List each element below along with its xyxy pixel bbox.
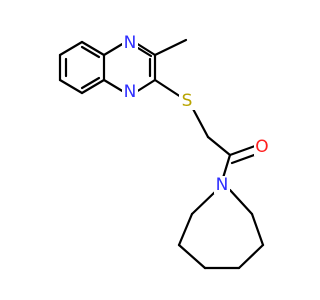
- bond: [237, 243, 265, 270]
- atom-labels: N N S O N: [122, 33, 271, 195]
- bonds: [58, 38, 265, 270]
- bond: [58, 78, 84, 95]
- bond: [221, 153, 232, 180]
- bond: [228, 144, 257, 157]
- bond: [136, 46, 153, 58]
- bond: [153, 78, 183, 99]
- atom-label-n-ring: N: [216, 175, 229, 195]
- bond: [80, 76, 101, 90]
- bond: [230, 152, 259, 165]
- bond: [80, 45, 101, 59]
- bond: [177, 243, 207, 270]
- bond: [228, 188, 254, 216]
- bond: [102, 78, 126, 94]
- bond: [190, 105, 210, 139]
- bond: [190, 189, 218, 216]
- molecule-structure: N N S O N: [58, 33, 271, 270]
- atom-label-n-top: N: [124, 33, 137, 53]
- bond: [206, 135, 232, 157]
- bond: [58, 40, 84, 57]
- bond: [134, 78, 157, 94]
- atom-label-o: O: [255, 137, 268, 157]
- atom-label-s: S: [182, 91, 193, 111]
- bond: [250, 212, 265, 247]
- bond: [153, 38, 188, 57]
- bond: [134, 41, 157, 57]
- atom-label-n-bottom: N: [124, 82, 137, 102]
- bond: [80, 78, 106, 95]
- bond: [80, 40, 106, 57]
- bond: [102, 41, 126, 57]
- bond: [177, 212, 194, 247]
